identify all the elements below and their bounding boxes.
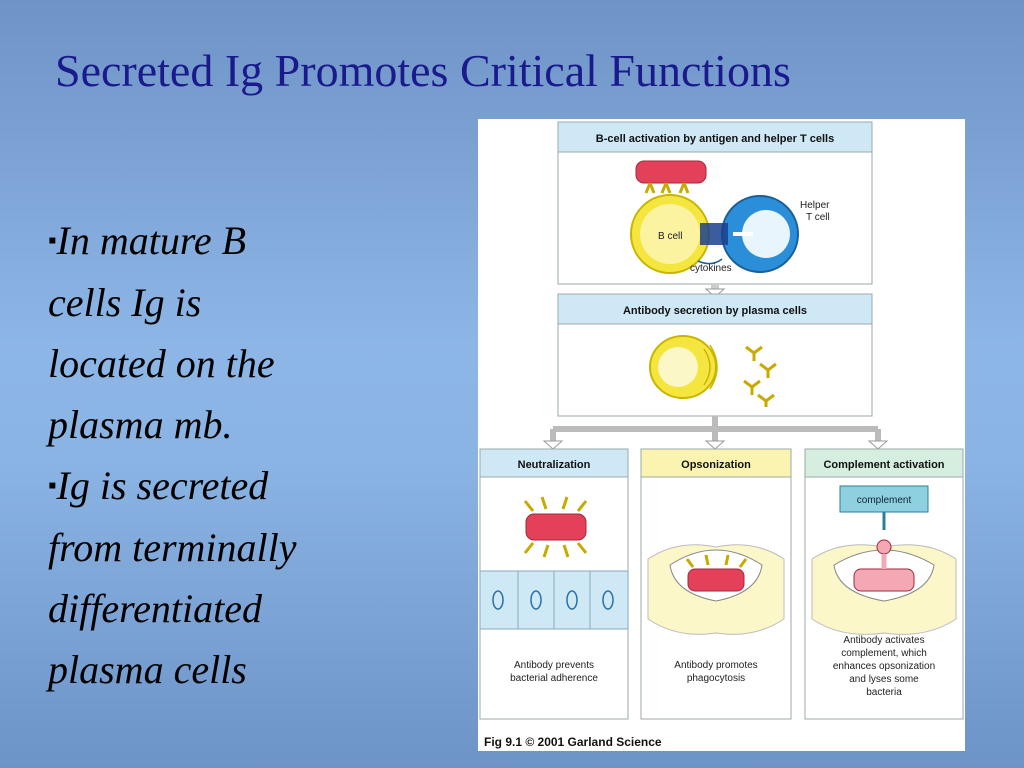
cell-nucleus (602, 590, 614, 610)
opsonized-bacterium (687, 568, 745, 592)
neutralized-bacterium (525, 513, 587, 541)
complement-box-label: complement (857, 495, 912, 506)
plasma-er (703, 344, 718, 390)
opsonization-caption-1: Antibody promotes (674, 660, 757, 671)
cytokine-arrow (697, 258, 723, 265)
b-cell-nucleus (640, 204, 700, 264)
secreted-antibodies (743, 345, 777, 407)
bullet-list: ▪In mature B cells Ig is located on the … (48, 210, 408, 700)
neutralization-title: Neutralization (518, 459, 591, 471)
cell-nucleus (492, 590, 504, 610)
complement-caption-3: enhances opsonization (833, 661, 935, 672)
slide-title: Secreted Ig Promotes Critical Functions (55, 45, 791, 96)
branch-arrows (550, 416, 881, 443)
panel-activation-header (557, 121, 873, 153)
opsonizing-antibodies (685, 554, 748, 568)
panel-secretion-title: Antibody secretion by plasma cells (623, 305, 807, 317)
opsonization-title: Opsonization (681, 459, 751, 471)
cell-borders (517, 571, 591, 629)
antigen-bacterium (635, 160, 707, 184)
complement-caption-5: bacteria (866, 687, 902, 698)
helper-t-label-2: T cell (806, 212, 830, 223)
neutralization-caption-2: bacterial adherence (510, 673, 598, 684)
bullet-1-line-4: plasma mb. (48, 402, 233, 447)
complement-caption-4: and lyses some (849, 674, 919, 685)
plasma-cell-nucleus (658, 347, 698, 387)
bullet-2: ▪Ig is secreted (48, 455, 408, 517)
complement-title: Complement activation (823, 459, 944, 471)
bullet-marker: ▪ (48, 473, 57, 499)
figure-svg: B-cell activation by antigen and helper … (479, 121, 964, 749)
bullet-2-line-3: differentiated (48, 586, 263, 631)
complement-caption-1: Antibody activates (843, 635, 924, 646)
b-cell-label: B cell (658, 231, 682, 242)
bound-antibodies (644, 182, 690, 194)
complement-header (804, 448, 964, 478)
bullet-marker: ▪ (48, 228, 57, 254)
bullet-2-line-2: from terminally (48, 525, 297, 570)
complement-box (839, 485, 929, 513)
panel-secretion-header (557, 293, 873, 325)
opsonization-header (640, 448, 792, 478)
bullet-2-line-1: Ig is secreted (56, 463, 269, 508)
figure-9-1: B-cell activation by antigen and helper … (478, 119, 965, 751)
panel-activation-title: B-cell activation by antigen and helper … (596, 133, 834, 145)
bullet-1-line-2: cells Ig is (48, 280, 202, 325)
complement-caption-2: complement, which (841, 648, 927, 659)
t-cell-nucleus (742, 210, 790, 258)
figure-credit: Fig 9.1 © 2001 Garland Science (484, 735, 662, 749)
neutralization-caption-1: Antibody prevents (514, 660, 594, 671)
cytokines-label: cytokines (690, 263, 732, 274)
cell-nucleus (566, 590, 578, 610)
branch-arrow-heads (542, 440, 889, 450)
neutralizing-antibodies (523, 496, 588, 558)
lysed-bacterium (853, 568, 915, 592)
bullet-1-line-3: located on the (48, 341, 275, 386)
complement-pore (876, 539, 892, 555)
bullet-1-line-1: In mature B (56, 218, 247, 263)
neutralization-header (479, 448, 629, 478)
opsonization-caption-2: phagocytosis (687, 673, 745, 684)
bullet-1: ▪In mature B (48, 210, 408, 272)
synapse (700, 223, 728, 245)
helper-t-label-1: Helper (800, 200, 830, 211)
cell-nucleus (530, 590, 542, 610)
bullet-2-line-4: plasma cells (48, 647, 247, 692)
connector-arrow-head (704, 288, 726, 298)
